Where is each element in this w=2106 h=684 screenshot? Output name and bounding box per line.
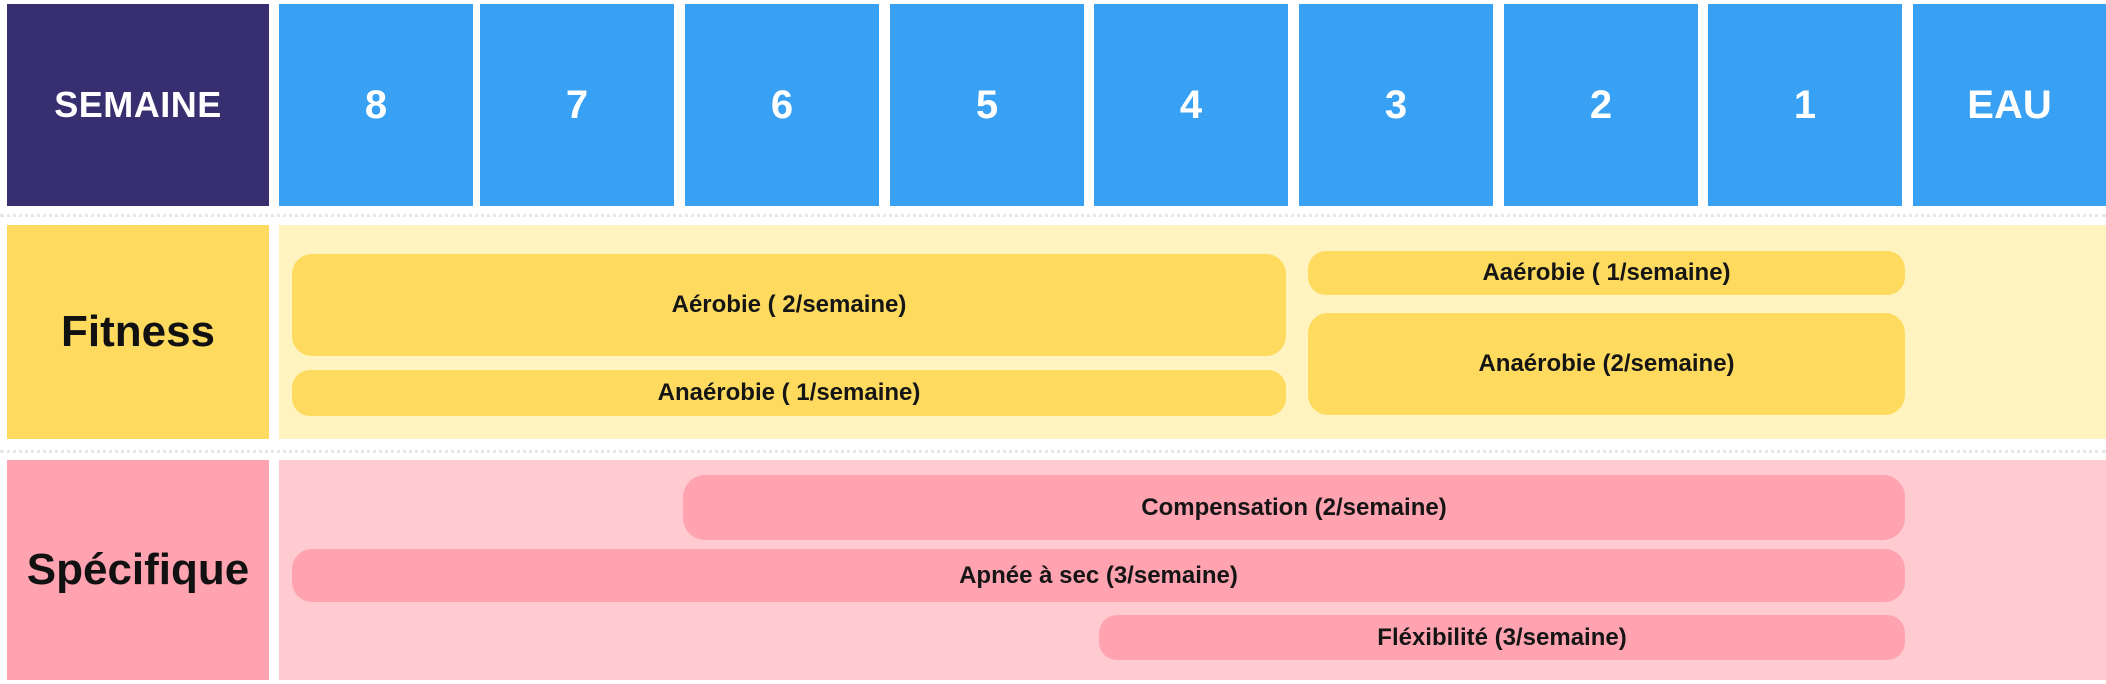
week-header-4: 4	[1094, 4, 1288, 206]
fitness-bar: Anaérobie ( 1/semaine)	[292, 370, 1286, 416]
week-header-1: 1	[1708, 4, 1902, 206]
semaine-header: SEMAINE	[7, 4, 269, 206]
fitness-row-label: Fitness	[7, 225, 269, 439]
week-header-5: 5	[890, 4, 1084, 206]
row-divider	[0, 450, 2106, 453]
specifique-row-label: Spécifique	[7, 460, 269, 680]
specifique-bar: Fléxibilité (3/semaine)	[1099, 615, 1905, 660]
week-header-2: 2	[1504, 4, 1698, 206]
row-divider	[0, 214, 2106, 217]
week-header-8: 8	[279, 4, 473, 206]
specifique-bar: Apnée à sec (3/semaine)	[292, 549, 1905, 602]
week-header-3: 3	[1299, 4, 1493, 206]
week-header-7: 7	[480, 4, 674, 206]
fitness-bar: Anaérobie (2/semaine)	[1308, 313, 1905, 415]
week-header-6: 6	[685, 4, 879, 206]
specifique-bar: Compensation (2/semaine)	[683, 475, 1905, 540]
fitness-bar: Aaérobie ( 1/semaine)	[1308, 251, 1905, 295]
fitness-bar: Aérobie ( 2/semaine)	[292, 254, 1286, 356]
week-header-eau: EAU	[1913, 4, 2106, 206]
